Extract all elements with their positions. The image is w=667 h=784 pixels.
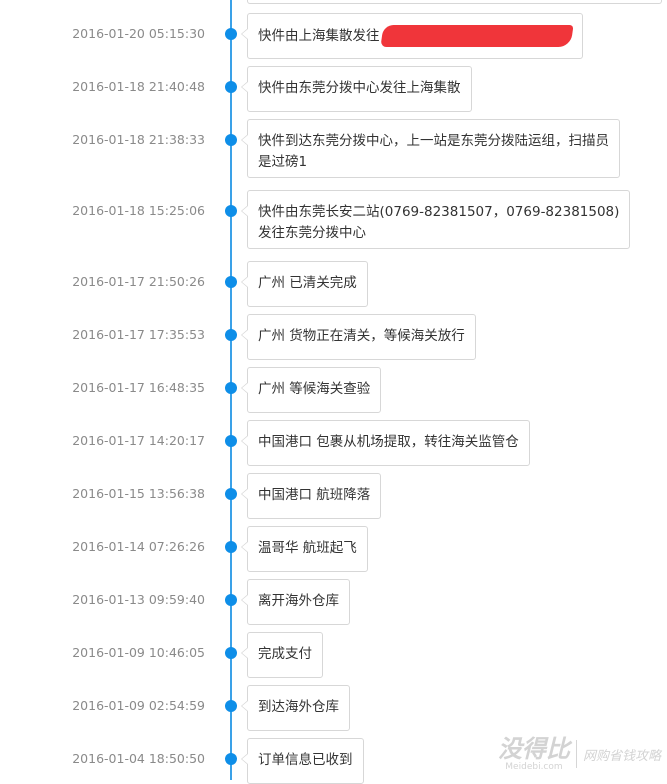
event-card: 中国港口 航班降落 <box>240 473 382 519</box>
timeline-dot <box>225 205 237 217</box>
event-time: 2016-01-17 21:50:26 <box>72 274 205 289</box>
event-time: 2016-01-17 14:20:17 <box>72 433 205 448</box>
event-card: 广州 已清关完成 <box>241 261 368 307</box>
event-card: 广州 等候海关查验 <box>240 367 382 413</box>
event-time: 2016-01-18 21:38:33 <box>72 132 205 147</box>
event-description: 中国港口 包裹从机场提取，转往海关监管仓 <box>258 434 519 450</box>
event-time: 2016-01-15 13:56:38 <box>72 486 205 501</box>
event-card: 温哥华 航班起飞 <box>241 526 368 572</box>
event-time: 2016-01-17 16:48:35 <box>72 380 205 395</box>
event-card: 订单信息已收到 <box>241 738 364 784</box>
event-time: 2016-01-09 02:54:59 <box>72 698 205 713</box>
event-description: 温哥华 航班起飞 <box>258 540 357 556</box>
timeline-dot <box>225 594 237 606</box>
event-description: 快件由东莞长安二站(0769-82381507，0769-82381508) 发… <box>258 204 620 241</box>
previous-event-card-edge <box>247 0 662 4</box>
event-time: 2016-01-14 07:26:26 <box>72 539 205 554</box>
watermark-slogan: 网购省钱攻略 <box>582 748 661 764</box>
watermark-subtitle: Meidebi.com <box>505 762 563 772</box>
event-time: 2016-01-17 17:35:53 <box>72 327 205 342</box>
timeline-dot <box>225 753 237 765</box>
event-description: 快件由东莞分拨中心发往上海集散 <box>258 80 461 96</box>
event-description: 中国港口 航班降落 <box>258 487 371 503</box>
event-description: 广州 已清关完成 <box>258 275 357 291</box>
event-card: 完成支付 <box>241 632 323 678</box>
timeline-dot <box>225 81 237 93</box>
event-card: 中国港口 包裹从机场提取，转往海关监管仓 <box>241 420 530 466</box>
event-card: 快件由东莞长安二站(0769-82381507，0769-82381508) 发… <box>240 190 631 249</box>
event-description: 广州 货物正在清关，等候海关放行 <box>258 328 465 344</box>
timeline-dot <box>225 276 237 288</box>
event-description: 订单信息已收到 <box>258 752 353 768</box>
event-card: 快件由上海集散发往 <box>241 13 583 59</box>
timeline-dot <box>225 647 237 659</box>
event-time: 2016-01-09 10:46:05 <box>72 645 205 660</box>
timeline-dot <box>225 28 237 40</box>
event-card: 广州 货物正在清关，等候海关放行 <box>241 314 476 360</box>
event-card: 快件由东莞分拨中心发往上海集散 <box>241 66 472 112</box>
timeline-dot <box>225 329 237 341</box>
event-time: 2016-01-04 18:50:50 <box>72 751 205 766</box>
timeline-dot <box>225 134 237 146</box>
event-description: 离开海外仓库 <box>258 593 339 609</box>
event-time: 2016-01-20 05:15:30 <box>72 26 205 41</box>
event-description: 快件到达东莞分拨中心，上一站是东莞分拨陆运组，扫描员 是过磅1 <box>258 133 609 170</box>
timeline-dot <box>225 700 237 712</box>
watermark-logo: 没得比 Meidebi.com <box>497 734 570 773</box>
event-description: 快件由上海集散发往 <box>258 28 380 44</box>
event-description: 广州 等候海关查验 <box>258 381 371 397</box>
redaction-mark <box>379 25 574 47</box>
timeline-dot <box>225 435 237 447</box>
timeline-dot <box>225 488 237 500</box>
event-card: 到达海外仓库 <box>241 685 350 731</box>
event-time: 2016-01-13 09:59:40 <box>72 592 205 607</box>
event-card: 离开海外仓库 <box>241 579 350 625</box>
timeline-dot <box>225 382 237 394</box>
event-time: 2016-01-18 21:40:48 <box>72 79 205 94</box>
watermark-divider <box>575 740 577 768</box>
event-description: 完成支付 <box>258 646 312 662</box>
watermark-title: 没得比 <box>497 734 570 763</box>
timeline-dot <box>225 541 237 553</box>
watermark: 没得比 Meidebi.com 网购省钱攻略 <box>497 734 661 773</box>
event-time: 2016-01-18 15:25:06 <box>72 203 205 218</box>
event-card: 快件到达东莞分拨中心，上一站是东莞分拨陆运组，扫描员 是过磅1 <box>241 119 620 178</box>
event-description: 到达海外仓库 <box>258 699 339 715</box>
